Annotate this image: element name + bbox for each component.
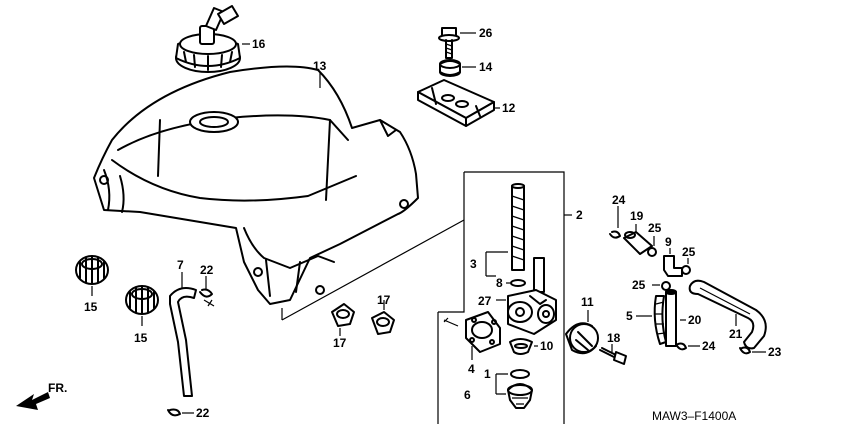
callout-6: 6 (464, 388, 471, 402)
callout-24-bottom: 24 (702, 339, 716, 353)
callout-17-a: 17 (333, 336, 347, 350)
o-ring-8-part (510, 279, 526, 287)
hose-19-part (623, 231, 653, 255)
bolt-18-part (599, 347, 627, 365)
callout-25-c: 25 (632, 278, 646, 292)
fuel-valve-body-part (507, 257, 557, 335)
front-direction-label: FR. (48, 381, 67, 395)
callout-18: 18 (607, 331, 621, 345)
callout-11: 11 (581, 295, 594, 309)
callout-1: 1 (484, 367, 491, 381)
gasket-10-part (509, 338, 533, 355)
callout-15-a: 15 (84, 300, 98, 314)
callout-15-b: 15 (134, 331, 148, 345)
callout-4: 4 (468, 362, 475, 376)
callout-22-top: 22 (200, 263, 214, 277)
joint-9-part (663, 255, 683, 277)
callout-25-b: 25 (682, 245, 696, 259)
clip-24-bottom-part (675, 342, 687, 351)
clamp-25-b-part (681, 265, 691, 275)
callout-19: 19 (630, 209, 644, 223)
hose-5-part (653, 295, 667, 345)
collar-14-part (439, 59, 461, 77)
grommet-15-a-part (75, 255, 109, 285)
callout-17-b-label: 17 (377, 293, 391, 307)
cap-11-part (565, 322, 599, 355)
callout-7: 7 (177, 258, 184, 272)
clamp-25-c-part (661, 281, 671, 291)
diagram-code: MAW3–F1400A (652, 409, 736, 423)
callout-16: 16 (252, 37, 266, 51)
callout-3: 3 (470, 257, 477, 271)
callout-27: 27 (478, 294, 492, 308)
callout-2: 2 (576, 208, 583, 222)
strainer-3-part (511, 183, 525, 271)
callout-5: 5 (626, 309, 633, 323)
bolt-26-part (438, 27, 460, 59)
grommet-17-b-part (371, 311, 395, 335)
grommet-15-b-part (125, 285, 159, 315)
callout-22-bottom: 22 (196, 406, 210, 420)
clip-22-top-part (199, 288, 215, 307)
fuel-cap-part (175, 5, 241, 73)
callout-8: 8 (496, 276, 503, 290)
valve-lever-4-part (443, 311, 501, 353)
callout-26: 26 (479, 26, 493, 40)
clamp-25-a-part (647, 247, 657, 257)
grommet-17-a-part (331, 303, 355, 327)
clip-23-part (739, 346, 751, 355)
callout-24-top-label: 24 (612, 193, 626, 207)
callout-12: 12 (502, 101, 516, 115)
hose-20-part (665, 289, 677, 347)
callout-13: 13 (313, 59, 327, 73)
clip-22-bottom-part (167, 408, 181, 417)
front-direction-arrow-icon (16, 392, 50, 410)
bracket-12-part (417, 79, 495, 127)
fuel-tank-part (93, 65, 419, 305)
clip-24-top-part (609, 230, 621, 239)
hose-7-part (169, 287, 197, 397)
callout-14: 14 (479, 60, 493, 74)
callout-21: 21 (729, 327, 743, 341)
callout-25-a: 25 (648, 221, 662, 235)
o-ring-1-part (510, 369, 530, 379)
sediment-cup-6-part (507, 383, 533, 409)
valve-assembly-frame (437, 171, 565, 424)
callout-10: 10 (540, 339, 554, 353)
callout-20: 20 (688, 313, 702, 327)
callout-9: 9 (665, 235, 672, 249)
callout-23: 23 (768, 345, 782, 359)
